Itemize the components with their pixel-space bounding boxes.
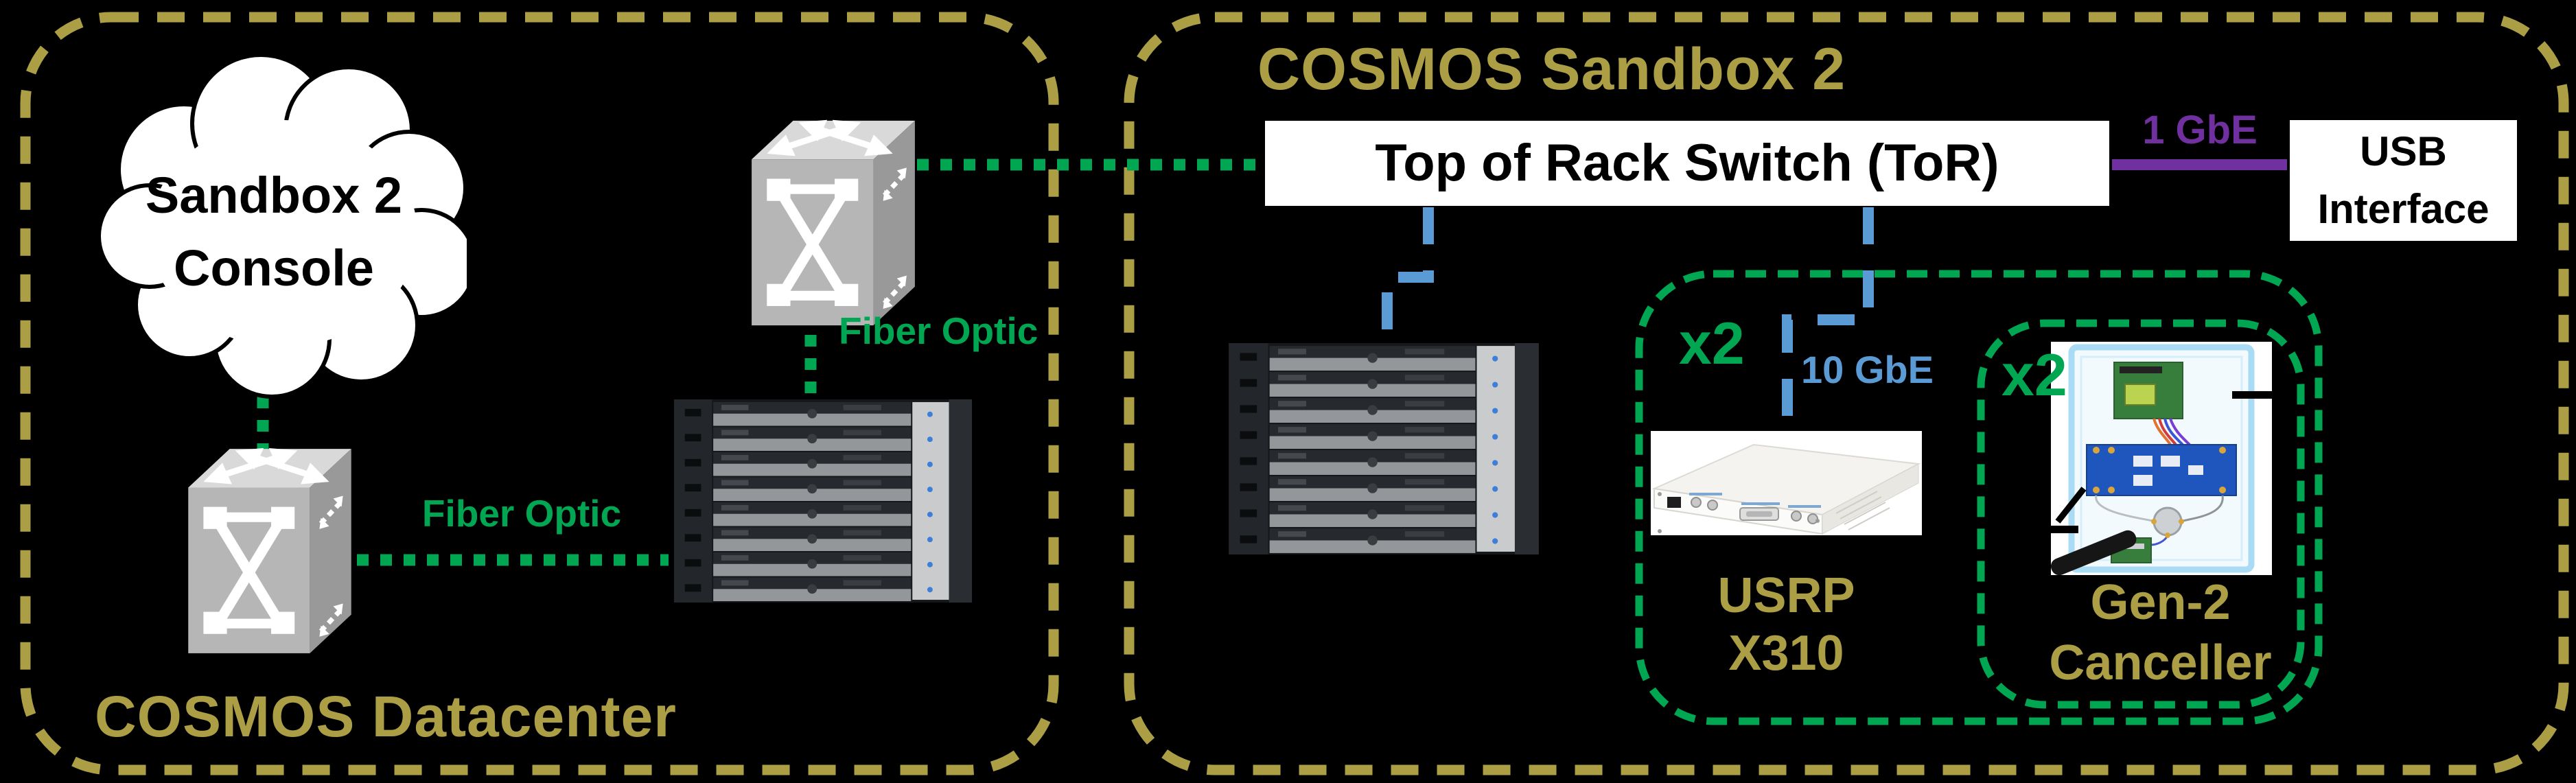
usb-interface-line1: USB: [2360, 128, 2447, 174]
server-rack-image: [673, 399, 973, 603]
canceller-device-label: Gen-2 Canceller: [2028, 572, 2293, 693]
fiber-optic-label-1: Fiber Optic: [421, 492, 622, 535]
usrp-device-label-line1: USRP: [1717, 568, 1855, 623]
usb-interface-line2: Interface: [2317, 186, 2490, 232]
network-switch-icon: [752, 119, 915, 326]
network-switch-icon: [188, 447, 351, 653]
server-rack-image: [1229, 343, 1539, 554]
link-tor-to-rack: [1382, 207, 1434, 342]
usrp-group-border: [1635, 270, 2323, 725]
datacenter-box-border: [20, 12, 1059, 775]
canceller-multiplier-badge: x2: [2001, 342, 2067, 408]
sandbox-box-label: COSMOS Sandbox 2: [1257, 36, 1846, 102]
link-tor-to-usrp: [1782, 207, 1874, 480]
link-10gbe-label: 10 GbE: [1801, 348, 1934, 391]
canceller-device-label-line2: Canceller: [2049, 635, 2272, 690]
canceller-group-border: [1977, 319, 2305, 709]
cloud-label-line2: Console: [174, 239, 374, 296]
usb-interface-box: USB Interface: [2290, 120, 2517, 241]
cloud-icon: [97, 53, 467, 399]
usrp-device-label-line2: X310: [1728, 626, 1844, 681]
tor-switch-box: Top of Rack Switch (ToR): [1265, 121, 2109, 206]
canceller-device-label-line1: Gen-2: [2090, 575, 2231, 630]
gen2-canceller-image: [2051, 342, 2272, 575]
usrp-multiplier-badge: x2: [1679, 311, 1745, 377]
datacenter-box-label: COSMOS Datacenter: [95, 684, 677, 749]
fiber-optic-label-2: Fiber Optic: [839, 309, 1038, 352]
usrp-x310-image: [1651, 431, 1922, 535]
cloud-label-line1: Sandbox 2: [145, 167, 403, 224]
cloud-label: Sandbox 2 Console: [81, 159, 467, 305]
link-1gbe-label: 1 GbE: [2142, 108, 2258, 152]
usrp-device-label: USRP X310: [1644, 567, 1929, 682]
